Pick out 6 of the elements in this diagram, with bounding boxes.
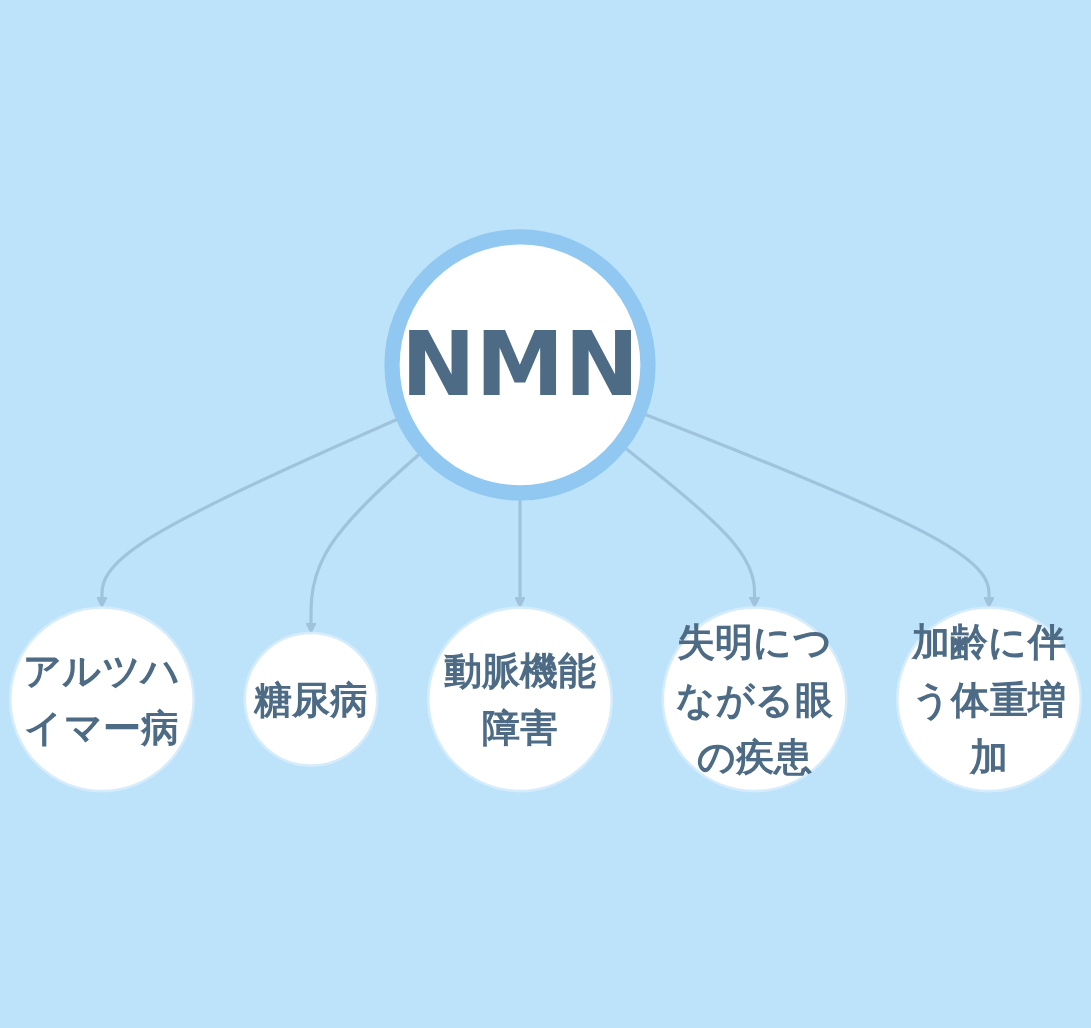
node-circle: アルツハイマー病 [8, 606, 195, 793]
node-circle: 失明につながる眼の疾患 [661, 606, 848, 793]
node-circle: NMN [384, 229, 656, 501]
node-circle: 糖尿病 [243, 631, 379, 767]
node-circle: 加齢に伴う体重増加 [896, 606, 1083, 793]
node-circle: 動脈機能障害 [426, 606, 614, 793]
